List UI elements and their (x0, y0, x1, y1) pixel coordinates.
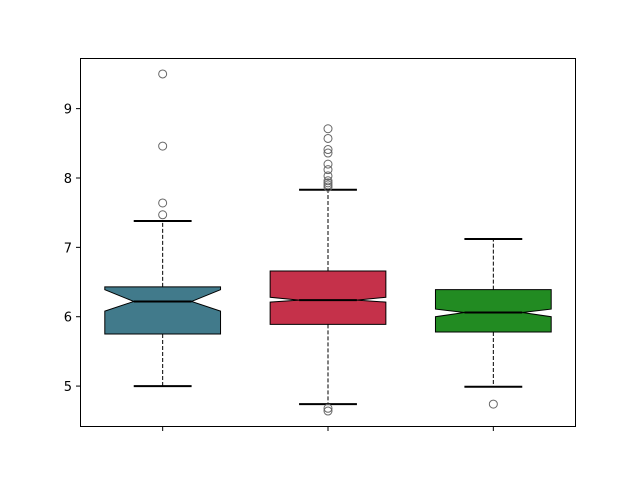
outlier-point (323, 182, 333, 192)
box-body (434, 289, 552, 333)
x-axis (162, 427, 494, 431)
y-tick-label: 8 (64, 172, 72, 187)
box-2 (269, 124, 387, 416)
y-tick-label: 6 (64, 311, 72, 326)
outlier-point (323, 171, 333, 181)
y-tick-label: 9 (64, 103, 72, 118)
outlier-point (323, 133, 333, 143)
box-1 (104, 69, 222, 388)
outlier-point (323, 403, 333, 413)
outlier-point (158, 198, 168, 208)
outlier-point (158, 210, 168, 220)
outlier-point (323, 148, 333, 158)
outlier-point (323, 180, 333, 190)
boxes (104, 69, 552, 416)
box-body (269, 270, 387, 325)
y-tick-label: 5 (64, 380, 72, 395)
outlier-point (323, 406, 333, 416)
y-tick-label: 7 (64, 241, 72, 256)
outlier-point (323, 176, 333, 186)
outlier-point (323, 124, 333, 134)
outlier-point (323, 165, 333, 175)
outlier-point (158, 69, 168, 79)
outlier-point (323, 159, 333, 169)
box-3 (434, 238, 552, 409)
plot-area (80, 58, 576, 427)
outlier-point (488, 399, 498, 409)
outlier-point (323, 145, 333, 155)
y-axis: 5 6 7 8 9 (64, 103, 80, 395)
outlier-point (323, 178, 333, 188)
box-body (104, 286, 222, 335)
outlier-point (158, 141, 168, 151)
